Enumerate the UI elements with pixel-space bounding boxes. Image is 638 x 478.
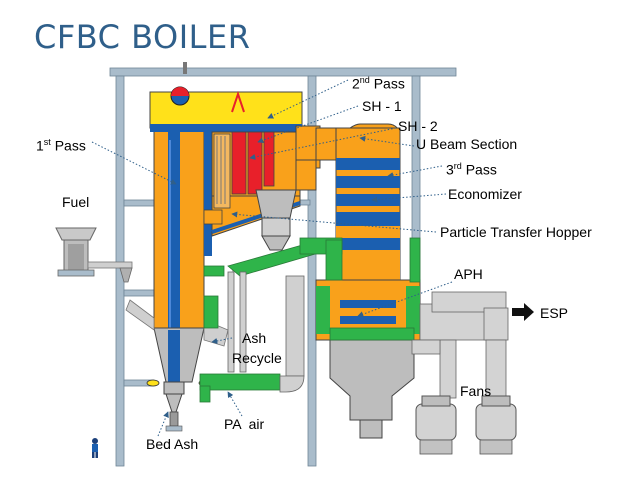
label-pa-air: PA air (224, 416, 265, 432)
fans (415, 395, 517, 455)
label-economizer: Economizer (448, 186, 522, 202)
label-ash: Ash (242, 330, 267, 346)
right-arrow-icon (512, 303, 534, 321)
label-third-pass: 3rd Pass (446, 158, 497, 178)
label-particle-hopper: Particle Transfer Hopper (440, 224, 592, 240)
esp-ducts (411, 291, 509, 399)
label-first-pass-sup: st (43, 137, 51, 147)
fuel-hopper (55, 227, 133, 283)
label-second-pass-num: 2 (352, 75, 360, 92)
label-u-beam: U Beam Section (416, 136, 518, 152)
label-third-pass-num: 3 (446, 161, 454, 178)
label-recycle: Recycle (232, 350, 282, 366)
label-second-pass-text: Pass (369, 75, 405, 92)
slide-title: CFBC BOILER (34, 18, 251, 56)
label-fans: Fans (460, 383, 492, 399)
label-first-pass-num: 1 (36, 137, 44, 154)
label-second-pass: 2nd Pass (352, 72, 405, 92)
air-ducts (199, 237, 421, 403)
label-first-pass-text: Pass (50, 137, 86, 154)
label-first-pass: 1st Pass (36, 134, 86, 154)
gray-duct (227, 271, 305, 393)
person-icon (92, 438, 98, 458)
label-sh2: SH - 2 (398, 118, 438, 134)
label-second-pass-sup: nd (359, 75, 370, 85)
label-esp: ESP (540, 305, 569, 321)
label-fuel: Fuel (62, 194, 90, 210)
label-third-pass-sup: rd (453, 161, 462, 171)
third-pass-column (335, 127, 401, 281)
label-aph: APH (454, 266, 483, 282)
roof-second-pass (149, 62, 303, 237)
label-sh1: SH - 1 (362, 98, 402, 114)
label-bed-ash: Bed Ash (146, 436, 199, 452)
leader-lines (91, 79, 453, 437)
label-third-pass-text: Pass (461, 161, 497, 178)
